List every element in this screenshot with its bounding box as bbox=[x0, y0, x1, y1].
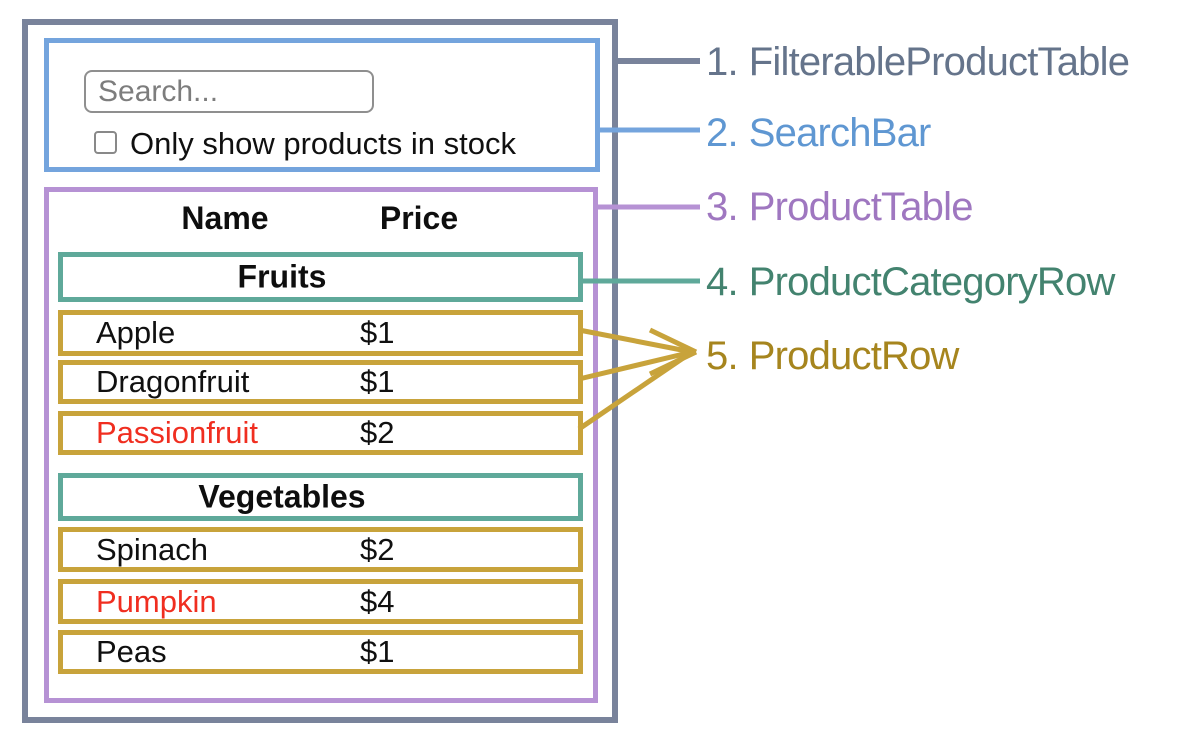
product-name: Apple bbox=[96, 315, 176, 350]
legend-text: ProductTable bbox=[748, 185, 974, 229]
category-label: Fruits bbox=[237, 258, 327, 295]
product-name: Dragonfruit bbox=[96, 364, 250, 399]
in-stock-checkbox[interactable] bbox=[94, 131, 117, 154]
legend-text: FilterableProductTable bbox=[748, 40, 1130, 84]
product-price: $4 bbox=[360, 583, 395, 619]
legend-text: SearchBar bbox=[748, 111, 932, 155]
legend-product-row: 5.ProductRow bbox=[706, 330, 959, 382]
product-row-pumpkin: Pumpkin $4 bbox=[58, 579, 583, 624]
category-label: Vegetables bbox=[198, 478, 366, 515]
legend-number: 1. bbox=[706, 40, 739, 84]
product-price: $1 bbox=[360, 315, 395, 350]
in-stock-checkbox-label: Only show products in stock bbox=[130, 126, 516, 161]
product-price: $1 bbox=[360, 364, 395, 399]
legend-product-table: 3.ProductTable bbox=[706, 181, 973, 233]
legend-number: 2. bbox=[706, 111, 739, 155]
product-category-row-vegetables: Vegetables bbox=[58, 473, 583, 521]
legend-number: 3. bbox=[706, 185, 739, 229]
column-header-name: Name bbox=[181, 200, 269, 236]
legend-search-bar: 2.SearchBar bbox=[706, 107, 931, 159]
search-input[interactable] bbox=[84, 70, 374, 113]
product-price: $2 bbox=[360, 531, 395, 567]
column-header-price: Price bbox=[379, 200, 459, 236]
product-row-spinach: Spinach $2 bbox=[58, 527, 583, 572]
product-name: Peas bbox=[96, 634, 167, 669]
legend-text: ProductRow bbox=[748, 334, 960, 378]
legend-number: 4. bbox=[706, 260, 739, 304]
legend-filterable-product-table: 1.FilterableProductTable bbox=[706, 36, 1130, 88]
product-name-out-of-stock: Passionfruit bbox=[96, 415, 258, 450]
product-category-row-fruits: Fruits bbox=[58, 252, 583, 302]
legend-text: ProductCategoryRow bbox=[748, 260, 1116, 304]
product-row-peas: Peas $1 bbox=[58, 630, 583, 674]
legend-number: 5. bbox=[706, 334, 739, 378]
legend-product-category-row: 4.ProductCategoryRow bbox=[706, 256, 1115, 308]
product-name: Spinach bbox=[96, 531, 209, 567]
product-price: $2 bbox=[360, 415, 395, 450]
product-price: $1 bbox=[360, 634, 395, 669]
product-row-passionfruit: Passionfruit $2 bbox=[58, 411, 583, 455]
product-name-out-of-stock: Pumpkin bbox=[96, 583, 217, 619]
product-row-apple: Apple $1 bbox=[58, 310, 583, 356]
product-row-dragonfruit: Dragonfruit $1 bbox=[58, 360, 583, 404]
